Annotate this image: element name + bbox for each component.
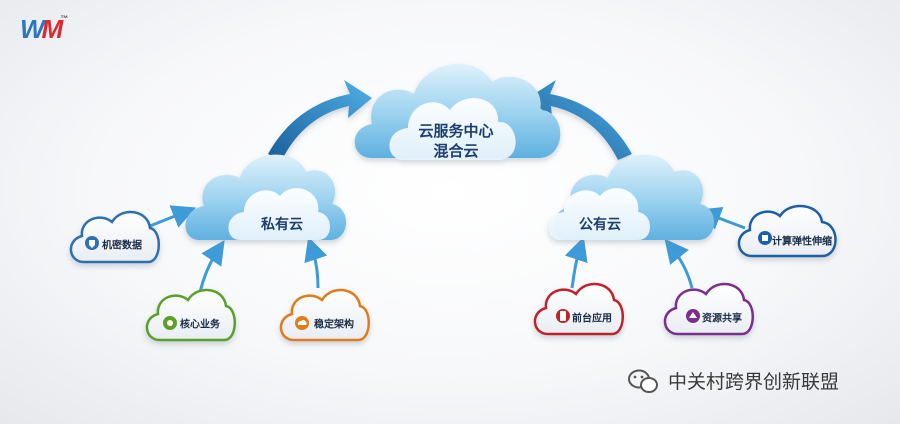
node-cloud-resource-sharing [663,282,754,336]
central-cloud [354,64,561,160]
logo-letter-m: M [41,14,64,44]
public-cloud [548,154,715,240]
central-cloud-subtitle: 混合云 [433,142,479,160]
logo-trademark: ™ [60,14,69,23]
private-cloud-label: 私有云 [261,217,303,233]
arrow-private-to-center [268,80,372,160]
node-label-resource-sharing: 资源共享 [702,313,742,325]
brand-logo: WM™ [20,14,68,45]
wechat-icon [628,369,658,393]
node-label-elastic-compute: 计算弹性伸缩 [772,236,832,248]
watermark: 中关村跨界创新联盟 [628,364,839,396]
node-label-machine-data: 机密数据 [102,240,142,252]
watermark-text: 中关村跨界创新联盟 [668,370,840,393]
node-cloud-front-apps [533,282,624,336]
node-label-stable-architecture: 稳定架构 [314,319,354,331]
arrow-public-to-center [528,80,632,160]
node-cloud-elastic-compute [737,204,837,258]
node-cloud-machine-data [69,210,160,264]
private-cloud [185,154,347,240]
public-cloud-label: 公有云 [579,217,621,233]
logo-letter-w: W [20,14,44,44]
node-label-front-apps: 前台应用 [572,313,612,325]
node-cloud-core-business [145,288,236,342]
node-cloud-stable-architecture [279,288,370,342]
central-cloud-label: 云服务中心 混合云 [418,121,493,161]
node-label-core-business: 核心业务 [180,319,220,331]
small-arrows [149,205,746,293]
central-cloud-title: 云服务中心 [418,122,494,140]
